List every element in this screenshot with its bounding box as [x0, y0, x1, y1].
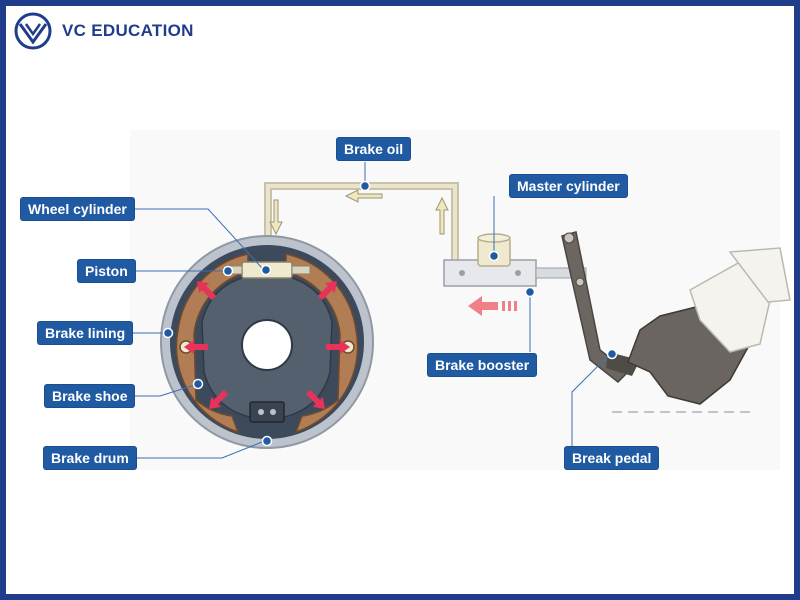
leader-dots: [162, 180, 618, 447]
flow-arrow-up: [435, 196, 449, 235]
force-arrow-lower-left: [209, 389, 229, 409]
flow-arrow-left: [344, 189, 383, 203]
force-arrow-lower-right: [305, 389, 325, 409]
booster-arrow: [468, 296, 517, 316]
brand-name: VC EDUCATION: [62, 21, 194, 40]
driver-foot: [627, 247, 791, 405]
brand-logo: VC EDUCATION: [12, 12, 194, 50]
label-brake-booster: Brake booster: [428, 354, 537, 376]
label-master-cylinder: Master cylinder: [510, 175, 627, 197]
label-brake-lining: Brake lining: [38, 322, 133, 344]
adjuster: [249, 401, 285, 423]
force-arrow-upper-right: [317, 281, 337, 301]
force-arrows: [184, 281, 350, 409]
label-brake-shoe: Brake shoe: [45, 385, 135, 407]
force-arrow-upper-left: [197, 281, 217, 301]
piston-right: [291, 265, 311, 275]
label-piston: Piston: [78, 260, 135, 282]
label-break-pedal: Break pedal: [565, 447, 659, 469]
label-brake-drum: Brake drum: [44, 447, 136, 469]
brake-drum-assembly: [160, 235, 374, 449]
brake-shoe-right: [285, 253, 359, 434]
label-brake-oil: Brake oil: [337, 138, 411, 160]
hub-hole: [241, 319, 293, 371]
leader-lines: [132, 162, 611, 459]
label-wheel-cylinder: Wheel cylinder: [21, 198, 134, 220]
flow-arrow-down: [269, 199, 283, 236]
vc-education-logo-icon: [14, 12, 52, 50]
force-arrow-left: [184, 340, 208, 354]
force-arrow-right: [326, 340, 350, 354]
